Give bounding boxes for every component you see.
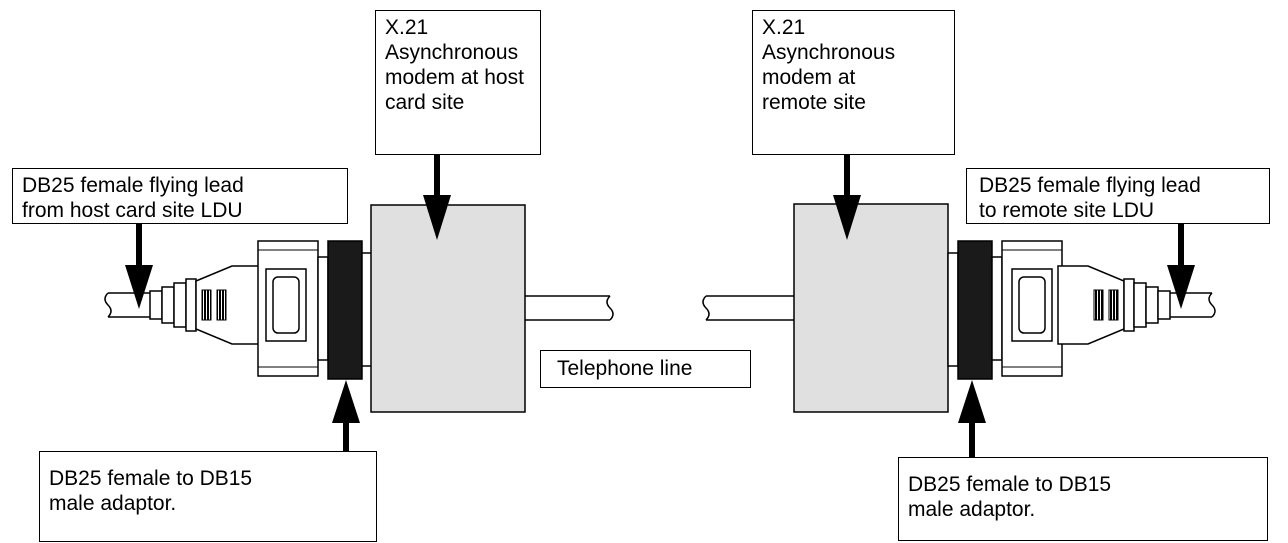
- label-adaptor-host-line-1: DB25 female to DB15: [49, 467, 253, 490]
- label-lead-remote: DB25 female flying lead to remote site L…: [966, 168, 1270, 224]
- label-modem-remote-line-3: modem at: [762, 66, 856, 89]
- label-modem-remote-line-4: remote site: [762, 91, 866, 114]
- label-telephone-line-text: Telephone line: [557, 357, 693, 380]
- label-modem-remote: X.21 Asynchronous modem at remote site: [752, 10, 955, 155]
- remote-modem-box: [793, 203, 949, 413]
- label-modem-remote-line-2: Asynchronous: [762, 41, 896, 64]
- label-modem-host-line-3: modem at host: [385, 66, 524, 89]
- label-modem-host-line-1: X.21: [385, 16, 429, 39]
- host-modem-box: [370, 204, 526, 413]
- arrow-host-lead: [125, 223, 153, 309]
- label-lead-remote-line-1: DB25 female flying lead: [979, 174, 1201, 197]
- arrows: [125, 155, 1195, 458]
- host-grip-mark-1: [201, 289, 212, 321]
- remote-cable-assembly: [702, 203, 1216, 413]
- host-cable-assembly: [104, 204, 614, 413]
- arrow-host-adaptor: [332, 380, 360, 452]
- arrow-remote-adaptor: [958, 380, 986, 458]
- label-adaptor-remote: DB25 female to DB15 male adaptor.: [898, 457, 1268, 541]
- arrow-remote-lead: [1167, 223, 1195, 309]
- label-lead-host-line-1: DB25 female flying lead: [22, 174, 244, 197]
- remote-grip-mark-2: [1108, 289, 1119, 321]
- arrow-host-modem: [423, 155, 451, 240]
- label-lead-remote-line-2: to remote site LDU: [979, 199, 1155, 222]
- label-adaptor-remote-line-1: DB25 female to DB15: [908, 473, 1112, 496]
- remote-grip-mark-1: [1093, 289, 1104, 321]
- remote-strain-relief: [1123, 278, 1171, 332]
- host-grip-mark-2: [216, 289, 227, 321]
- label-adaptor-host-line-2: male adaptor.: [49, 492, 177, 515]
- label-adaptor-host: DB25 female to DB15 male adaptor.: [39, 451, 377, 542]
- host-flying-lead-cable: [104, 292, 152, 318]
- remote-telephone-line: [702, 295, 794, 321]
- label-adaptor-remote-line-2: male adaptor.: [908, 498, 1036, 521]
- label-lead-host-line-2: from host card site LDU: [22, 199, 243, 222]
- remote-adaptor-block: [957, 240, 993, 380]
- label-modem-host-line-2: Asynchronous: [385, 41, 519, 64]
- host-strain-relief: [149, 278, 197, 332]
- label-telephone-line: Telephone line: [540, 350, 751, 388]
- remote-flying-lead-cable: [1170, 292, 1216, 318]
- label-lead-host: DB25 female flying lead from host card s…: [12, 168, 348, 224]
- host-adaptor-block: [327, 240, 363, 380]
- host-telephone-line: [525, 295, 614, 321]
- label-modem-host: X.21 Asynchronous modem at host card sit…: [375, 10, 541, 155]
- label-modem-remote-line-1: X.21: [762, 16, 806, 39]
- label-modem-host-line-4: card site: [385, 91, 465, 114]
- arrow-remote-modem: [833, 155, 861, 240]
